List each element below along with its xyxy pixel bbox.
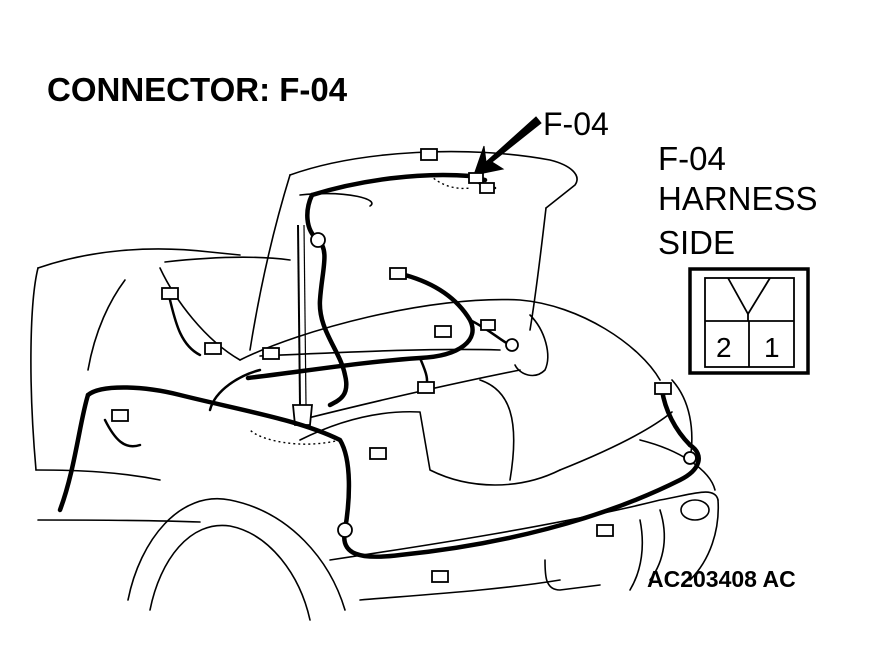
car-body-outline <box>30 150 720 621</box>
callout-arrow <box>473 116 542 176</box>
connector-face: 2 1 <box>688 267 810 375</box>
harness-connectors <box>111 148 697 583</box>
reference-code: AC203408 AC <box>647 566 796 592</box>
harness-side-label: F-04 HARNESS SIDE <box>658 140 818 261</box>
pin-1-label: 1 <box>764 332 780 363</box>
harness-side-line-2: HARNESS <box>658 180 818 217</box>
pin-2-label: 2 <box>716 332 732 363</box>
antenna <box>292 224 313 426</box>
callout-label: F-04 <box>543 106 609 142</box>
harness-side-line-3: SIDE <box>658 224 735 261</box>
harness-side-line-1: F-04 <box>658 140 726 177</box>
wiring-harness <box>57 172 701 559</box>
diagram-title: CONNECTOR: F-04 <box>47 71 348 108</box>
